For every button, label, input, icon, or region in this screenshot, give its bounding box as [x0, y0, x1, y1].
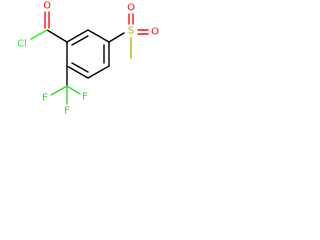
molecule-drawing: O Cl S O O F F F [17, 1, 159, 117]
benzene-ring [66, 29, 110, 79]
atom-label-sulfonyl-o-top: O [127, 3, 135, 14]
atom-label-cl: Cl [17, 39, 27, 50]
ring-to-sulfur-bond [108, 32, 125, 43]
ring-double-bond [71, 62, 89, 73]
atom-label-f-left: F [42, 93, 48, 104]
structure-diagram: O Cl S O O F F F [0, 0, 181, 127]
acyl-chloride-group: O Cl [17, 1, 68, 50]
carbon-fluorine-bond [66, 85, 81, 95]
ring-double-bond [71, 35, 89, 46]
ring-bond [87, 29, 110, 43]
methylsulfonyl-group: S O O [108, 3, 159, 59]
carbon-chlorine-bond [30, 29, 48, 40]
atom-label-s: S [128, 26, 134, 37]
atom-label-carbonyl-o: O [43, 1, 51, 12]
atom-label-f-right: F [82, 92, 88, 103]
ring-bond [87, 65, 110, 79]
ring-bond [66, 29, 89, 43]
carbon-fluorine-bond [50, 85, 68, 96]
trifluoromethyl-group: F F F [42, 65, 88, 117]
atom-label-f-bottom: F [64, 106, 70, 117]
ring-bond [66, 65, 89, 79]
atom-label-sulfonyl-o-right: O [151, 27, 159, 38]
ring-to-carbonyl-bond [46, 29, 68, 43]
